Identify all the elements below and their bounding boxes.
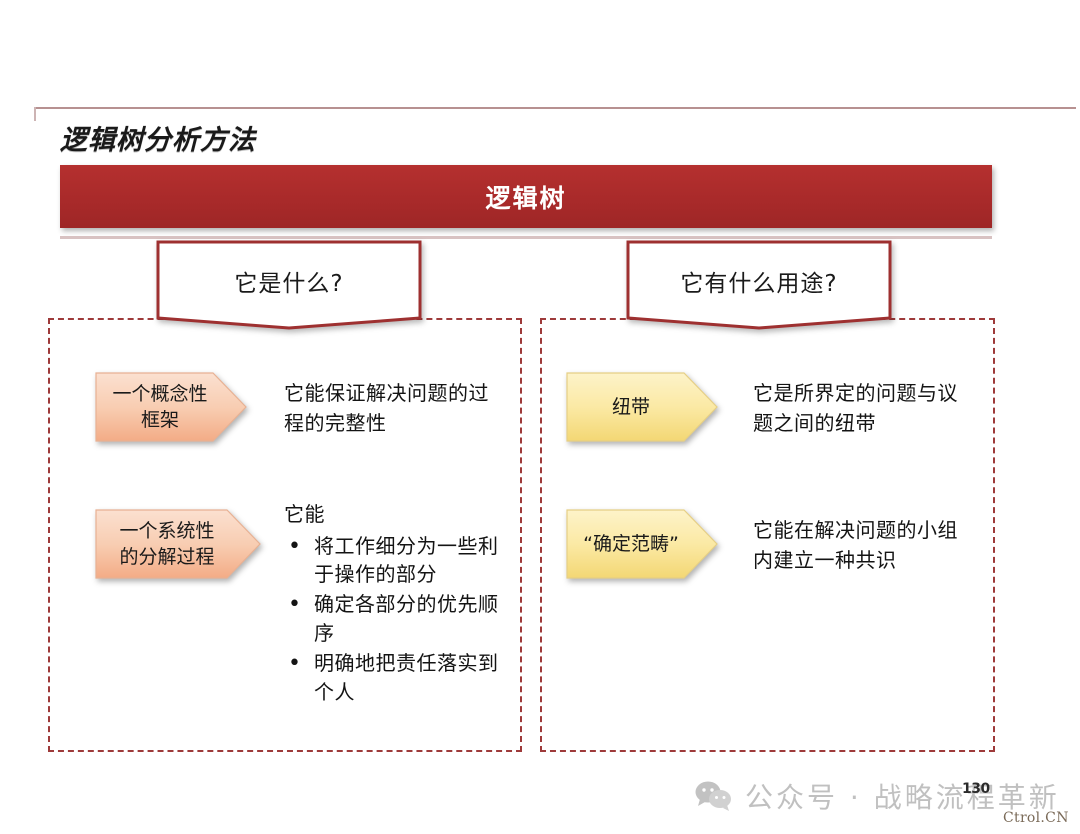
chevron-down-shape-icon xyxy=(156,240,422,330)
source-label: Ctrol.CN xyxy=(1003,810,1069,826)
branch-heading-what-is-it-for: 它有什么用途? xyxy=(626,240,892,330)
description-systematic-decomposition: 它能 将工作细分为一些利于操作的部分 确定各部分的优先顺序 明确地把责任落实到个… xyxy=(284,500,499,706)
branch-heading-label: 它是什么? xyxy=(234,271,344,297)
description-conceptual-framework: 它能保证解决问题的过程的完整性 xyxy=(284,381,489,435)
description-define-scope: 它能在解决问题的小组内建立一种共识 xyxy=(753,518,958,572)
tag-label: 纽带 xyxy=(566,368,718,446)
top-rule-tick xyxy=(34,107,36,121)
tag-label-line1: 一个概念性 xyxy=(112,382,208,405)
tag-label-line1: 一个系统性 xyxy=(119,519,215,542)
arrow-right-shape-icon xyxy=(95,372,247,442)
tag-label-line1: “确定范畴” xyxy=(583,532,679,555)
page-number: 130 xyxy=(962,781,990,797)
top-divider-rule xyxy=(34,107,1076,109)
tag-label: 一个概念性 框架 xyxy=(95,368,247,446)
tag-label-line2: 框架 xyxy=(140,409,179,431)
tag-define-scope: “确定范畴” xyxy=(566,505,718,583)
banner-underline xyxy=(60,236,992,239)
tag-conceptual-framework: 一个概念性 框架 xyxy=(95,368,247,446)
tag-label: “确定范畴” xyxy=(566,505,718,583)
bullet-list: 将工作细分为一些利于操作的部分 确定各部分的优先顺序 明确地把责任落实到个人 xyxy=(284,531,499,706)
chevron-down-shape-icon xyxy=(626,240,892,330)
banner-logic-tree: 逻辑树 xyxy=(60,165,992,228)
wechat-watermark: 公众号 · 战略流程革新 xyxy=(694,776,1060,816)
list-item: 确定各部分的优先顺序 xyxy=(284,589,499,647)
tag-systematic-decomposition: 一个系统性 的分解过程 xyxy=(95,505,261,583)
arrow-right-shape-icon xyxy=(95,509,261,579)
banner-title: 逻辑树 xyxy=(485,183,567,213)
list-item: 将工作细分为一些利于操作的部分 xyxy=(284,531,499,589)
description-intro: 它能 xyxy=(284,502,325,526)
branch-heading-label: 它有什么用途? xyxy=(680,271,838,297)
watermark-text: 公众号 · 战略流程革新 xyxy=(745,781,1060,814)
tag-link: 纽带 xyxy=(566,368,718,446)
tag-label: 一个系统性 的分解过程 xyxy=(95,505,261,583)
list-item: 明确地把责任落实到个人 xyxy=(284,648,499,706)
tag-label-line2: 的分解过程 xyxy=(119,546,215,568)
page-title: 逻辑树分析方法 xyxy=(60,125,256,156)
branch-heading-what-is-it: 它是什么? xyxy=(156,240,422,330)
description-link: 它是所界定的问题与议题之间的纽带 xyxy=(753,381,958,435)
arrow-right-shape-icon xyxy=(566,372,718,442)
arrow-right-shape-icon xyxy=(566,509,718,579)
tag-label-line1: 纽带 xyxy=(611,395,650,418)
wechat-icon xyxy=(694,780,734,812)
